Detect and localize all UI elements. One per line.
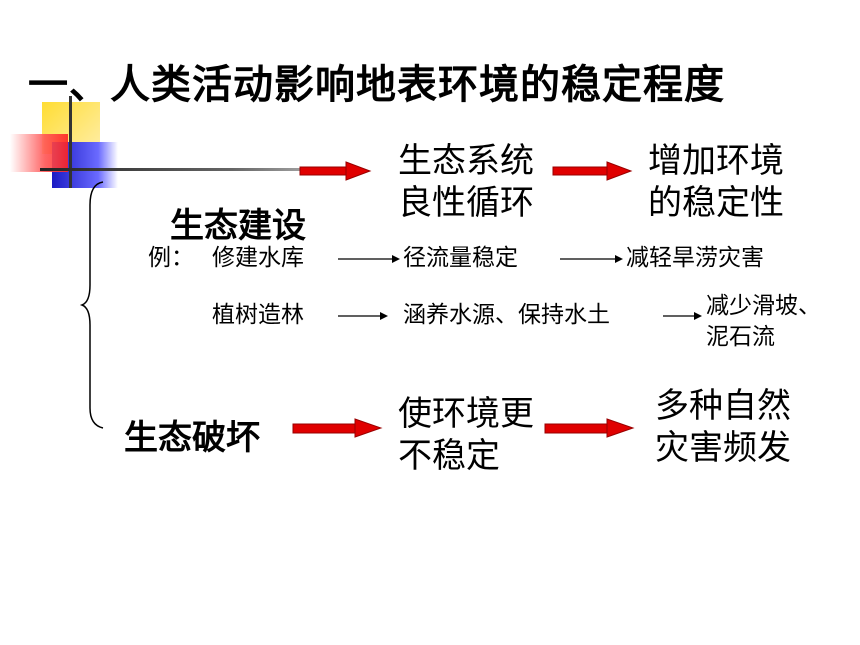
destruction-result2-line2: 灾害频发 bbox=[655, 428, 791, 468]
construction-result2: 增加环境 的稳定性 bbox=[648, 140, 784, 224]
destruction-result1-line1: 使环境更 bbox=[398, 394, 534, 434]
example-reservoir-action: 修建水库 bbox=[212, 245, 304, 271]
thin-arrow-forest-2 bbox=[663, 312, 702, 320]
destruction-result1-line2: 不稳定 bbox=[398, 436, 500, 476]
decor-vertical-line bbox=[69, 96, 72, 188]
red-arrow-destruction-2 bbox=[544, 418, 635, 438]
example-forest-effect: 涵养水源、保持水土 bbox=[403, 302, 610, 328]
decor-red-square bbox=[10, 134, 68, 172]
destruction-result2: 多种自然 灾害频发 bbox=[655, 385, 791, 469]
construction-label: 生态建设 bbox=[170, 206, 306, 246]
destruction-result2-line1: 多种自然 bbox=[655, 386, 791, 426]
thin-arrow-reservoir-1 bbox=[338, 255, 400, 263]
construction-result1-line2: 良性循环 bbox=[398, 183, 534, 223]
thin-arrow-reservoir-2 bbox=[560, 255, 623, 263]
example-reservoir-result: 减轻旱涝灾害 bbox=[626, 245, 764, 271]
construction-result1: 生态系统 良性循环 bbox=[398, 140, 534, 224]
page-title: 一、人类活动影响地表环境的稳定程度 bbox=[28, 62, 725, 108]
thin-arrow-forest-1 bbox=[338, 312, 388, 320]
example-prefix: 例： bbox=[148, 245, 194, 271]
construction-result1-line1: 生态系统 bbox=[398, 141, 534, 181]
red-arrow-construction-2 bbox=[552, 161, 633, 181]
example-forest-result: 减少滑坡、 泥石流 bbox=[706, 291, 821, 353]
destruction-result1: 使环境更 不稳定 bbox=[398, 393, 534, 477]
left-brace bbox=[79, 181, 104, 429]
decor-horizontal-line bbox=[40, 168, 360, 171]
construction-result2-line1: 增加环境 bbox=[648, 141, 784, 181]
red-arrow-construction-1 bbox=[299, 161, 372, 181]
construction-result2-line2: 的稳定性 bbox=[648, 183, 784, 223]
example-forest-result-line1: 减少滑坡、 bbox=[706, 293, 821, 319]
red-arrow-destruction-1 bbox=[292, 418, 383, 438]
example-forest-result-line2: 泥石流 bbox=[706, 324, 775, 350]
example-forest-action: 植树造林 bbox=[212, 302, 304, 328]
destruction-label: 生态破坏 bbox=[124, 418, 260, 458]
example-reservoir-effect: 径流量稳定 bbox=[403, 245, 518, 271]
